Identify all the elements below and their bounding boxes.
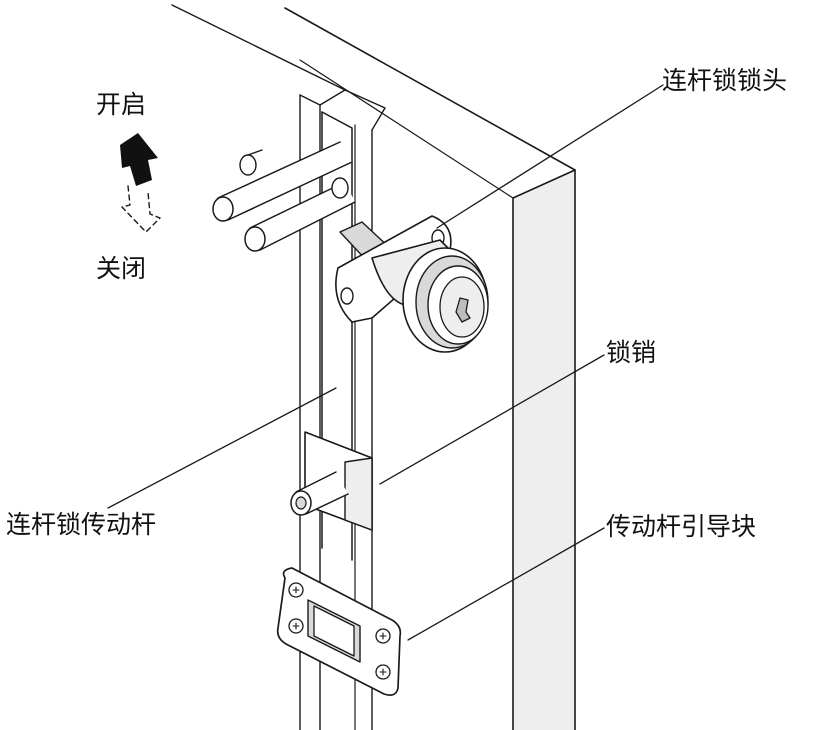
leader-lock-head: [436, 84, 664, 229]
rod-upper: [212, 141, 353, 222]
label-guide-block: 传动杆引导块: [606, 512, 757, 541]
cabinet-panel: [284, 7, 576, 730]
label-drive-rod: 连杆锁传动杆: [6, 510, 157, 539]
lock-pin: [290, 471, 349, 516]
guide-block: [276, 567, 402, 696]
leader-guide-block: [407, 527, 605, 641]
label-open: 开启: [96, 90, 147, 119]
label-close: 关闭: [96, 254, 147, 283]
label-lock-pin: 锁销: [606, 338, 657, 367]
label-lock-head: 连杆锁锁头: [662, 66, 788, 95]
rod-lower: [244, 181, 356, 252]
rod-stubs: [239, 149, 349, 199]
leader-drive-rod: [107, 387, 337, 509]
arrow-down-dashed-icon: [121, 185, 161, 233]
lock-head: [335, 215, 489, 353]
arrow-up-solid-icon: [120, 133, 158, 186]
leader-lock-pin: [379, 354, 605, 485]
